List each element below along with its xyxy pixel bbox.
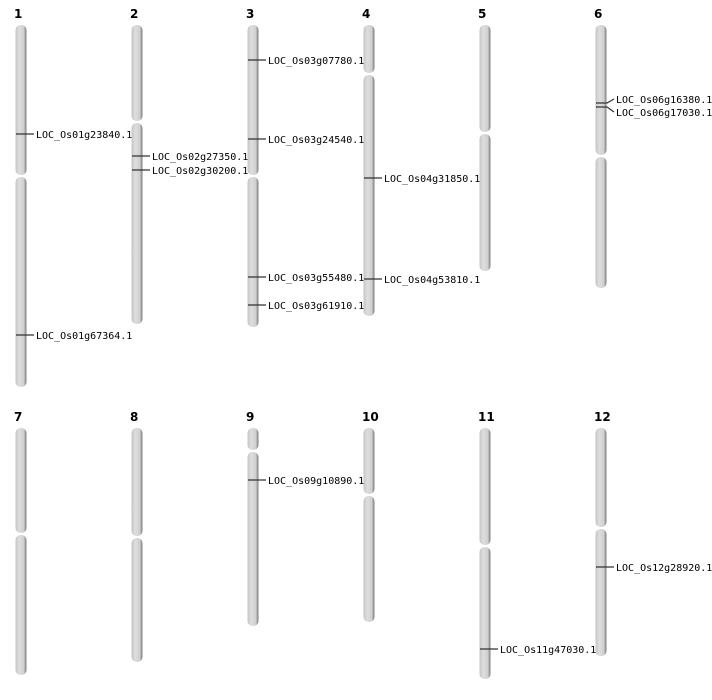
gene-marker: LOC_Os02g27350.1 [132,152,248,163]
chromosome-short-arm [15,428,27,533]
chromosome-short-arm [15,25,27,175]
gene-label: LOC_Os02g27350.1 [152,152,248,163]
gene-label: LOC_Os04g53810.1 [384,275,480,286]
chromosome-short-arm [363,428,375,494]
chromosome-long-arm [247,177,259,327]
chromosome-long-arm [479,547,491,679]
chromosome-long-arm [595,529,607,656]
gene-marker: LOC_Os01g67364.1 [16,331,132,342]
gene-marker: LOC_Os04g53810.1 [364,275,480,286]
chromosome-long-arm [15,535,27,675]
chromosome-long-arm [363,496,375,622]
chromosome-number: 10 [362,410,379,424]
chromosome-3: 3LOC_Os03g07780.1LOC_Os03g24540.1LOC_Os0… [246,7,364,327]
gene-label: LOC_Os01g23840.1 [36,130,132,141]
gene-label: LOC_Os03g24540.1 [268,135,364,146]
chromosome-short-arm [363,25,375,73]
gene-marker: LOC_Os03g24540.1 [248,135,364,146]
chromosome-short-arm [479,428,491,545]
chromosome-number: 12 [594,410,611,424]
gene-marker: LOC_Os04g31850.1 [364,174,480,185]
chromosome-long-arm [15,177,27,387]
gene-label: LOC_Os09g10890.1 [268,476,364,487]
gene-label: LOC_Os04g31850.1 [384,174,480,185]
gene-marker: LOC_Os12g28920.1 [596,563,712,574]
chromosome-5: 5 [478,7,491,271]
gene-label: LOC_Os06g17030.1 [616,108,712,119]
chromosome-7: 7 [14,410,27,675]
gene-label: LOC_Os02g30200.1 [152,166,248,177]
chromosome-number: 11 [478,410,495,424]
chromosome-8: 8 [130,410,143,662]
chromosome-long-arm [247,452,259,626]
gene-marker: LOC_Os03g55480.1 [248,273,364,284]
gene-tick [596,98,615,104]
gene-marker: LOC_Os06g16380.1 [596,95,712,106]
gene-marker: LOC_Os03g61910.1 [248,301,364,312]
chromosome-number: 8 [130,410,138,424]
gene-label: LOC_Os12g28920.1 [616,563,712,574]
chromosome-number: 2 [130,7,138,21]
chromosome-number: 7 [14,410,22,424]
gene-label: LOC_Os11g47030.1 [500,645,596,656]
chromosome-long-arm [363,75,375,316]
chromosome-number: 1 [14,7,22,21]
chromosome-short-arm [247,25,259,175]
gene-tick [596,106,615,113]
gene-marker: LOC_Os03g07780.1 [248,56,364,67]
gene-label: LOC_Os03g07780.1 [268,56,364,67]
gene-label: LOC_Os06g16380.1 [616,95,712,106]
chromosome-number: 3 [246,7,254,21]
gene-marker: LOC_Os09g10890.1 [248,476,364,487]
chromosome-short-arm [247,428,259,450]
gene-label: LOC_Os03g61910.1 [268,301,364,312]
gene-label: LOC_Os03g55480.1 [268,273,364,284]
chromosome-short-arm [595,428,607,527]
chromosome-short-arm [131,25,143,121]
chromosome-number: 4 [362,7,370,21]
gene-marker: LOC_Os11g47030.1 [480,645,596,656]
chromosome-long-arm [131,123,143,324]
chromosome-short-arm [479,25,491,132]
chromosome-long-arm [479,134,491,271]
chromosome-number: 9 [246,410,254,424]
gene-marker: LOC_Os01g23840.1 [16,130,132,141]
chromosome-number: 5 [478,7,486,21]
chromosome-long-arm [595,157,607,288]
chromosome-short-arm [595,25,607,155]
gene-label: LOC_Os01g67364.1 [36,331,132,342]
chromosome-long-arm [131,538,143,662]
chromosome-10: 10 [362,410,379,622]
chromosome-short-arm [131,428,143,536]
gene-marker: LOC_Os02g30200.1 [132,166,248,177]
chromosome-number: 6 [594,7,602,21]
gene-marker: LOC_Os06g17030.1 [596,106,712,119]
